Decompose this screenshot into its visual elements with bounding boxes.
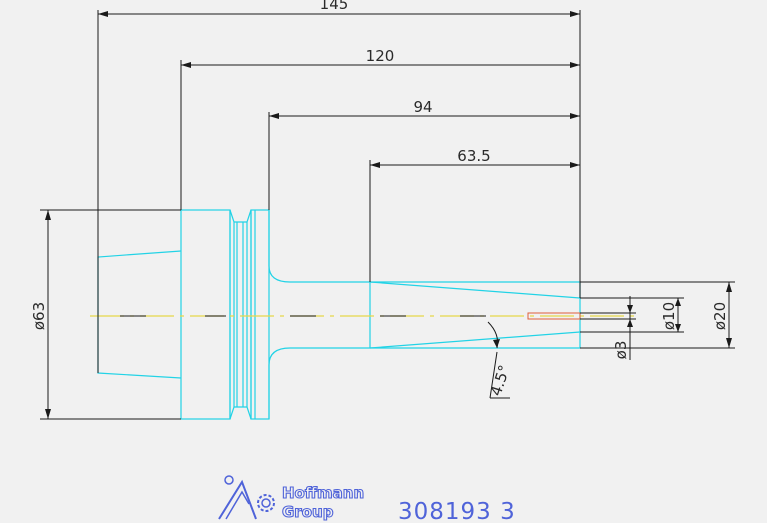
taper-line-top xyxy=(369,281,581,299)
dim-angle: 4.5° xyxy=(487,363,514,398)
company-logo: Hoffmann Group xyxy=(218,475,365,522)
drawing-number: 308193 3 xyxy=(398,499,516,523)
brand-name-line1: Hoffmann xyxy=(282,484,364,502)
dim-length-total: 145 xyxy=(320,0,349,13)
collar xyxy=(250,209,270,420)
flange-body xyxy=(180,209,231,420)
neck-outline xyxy=(268,210,581,419)
part-outline xyxy=(97,209,581,420)
dim-diameter-bore: ø10 xyxy=(660,302,678,330)
flange-internal-taper xyxy=(97,250,182,379)
dim-length-flange: 120 xyxy=(366,47,395,65)
dim-length-neck: 94 xyxy=(413,98,432,116)
groove-profile-bottom xyxy=(229,406,252,420)
dim-diameter-tip: ø20 xyxy=(711,302,729,330)
dim-length-taper: 63.5 xyxy=(457,147,490,165)
brand-name-line2: Group xyxy=(282,503,334,521)
dimension-lines xyxy=(40,10,735,420)
taper-line-bottom xyxy=(369,331,581,349)
logo-figure-head-icon xyxy=(224,475,234,485)
logo-mountain-icon xyxy=(218,479,257,520)
arrowheads xyxy=(45,11,732,419)
dim-diameter-pin: ø3 xyxy=(612,341,630,360)
dim-diameter-flange: ø63 xyxy=(30,302,48,330)
logo-gear-icon xyxy=(257,494,275,512)
groove-profile-top xyxy=(229,209,252,223)
pin-detail xyxy=(527,312,581,320)
